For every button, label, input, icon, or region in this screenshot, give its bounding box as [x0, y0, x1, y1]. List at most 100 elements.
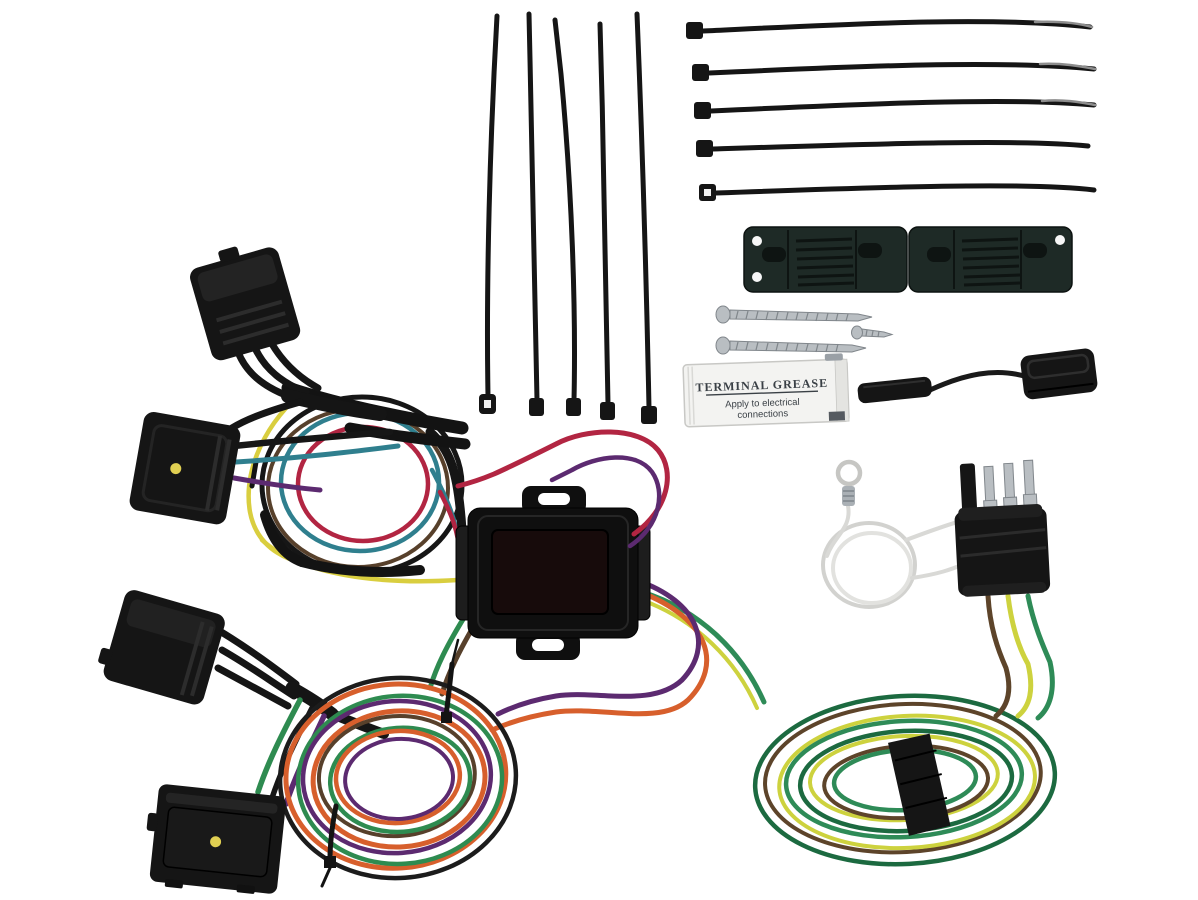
mounting-brackets — [743, 226, 1073, 293]
vehicle-connector-1 — [190, 246, 301, 361]
dust-cover-tether — [927, 369, 1027, 393]
packet-title: TERMINAL GREASE — [695, 376, 828, 395]
coil-loop — [316, 713, 477, 839]
converter-box — [455, 486, 651, 660]
cable-tie-head — [324, 856, 336, 868]
connector-wire-yellow — [1005, 593, 1034, 719]
coil-loop — [277, 675, 519, 881]
purple-wire — [549, 455, 662, 549]
purple-wire — [231, 475, 323, 493]
bonded-wire-coil — [752, 693, 1058, 867]
heat-shrink-wrap — [260, 510, 307, 567]
packet-title-underline — [706, 390, 819, 396]
cable-tie-head-slot — [484, 400, 491, 408]
coil-loop — [783, 718, 1025, 840]
coil-loop — [283, 681, 509, 871]
converter-upper-wires — [455, 429, 670, 549]
ground-wire-loop — [831, 531, 913, 605]
cable-tie — [526, 11, 540, 403]
connector-yellow-dot — [170, 463, 182, 475]
short-screw — [851, 325, 894, 340]
converter-window — [491, 529, 609, 615]
coil-cable-ties — [320, 638, 460, 888]
bonded-wire — [640, 598, 759, 710]
bracket-slot — [927, 247, 951, 262]
red-wire-ring — [295, 424, 431, 544]
screw-threads — [735, 341, 839, 353]
connector-black-tab — [959, 463, 978, 516]
cable-tie — [700, 19, 1093, 34]
cable-tie — [552, 17, 577, 403]
packet-mark — [824, 353, 843, 361]
screw-threads — [735, 310, 849, 322]
bracket-slot — [1023, 243, 1047, 258]
vehicle-connector-2 — [129, 412, 241, 525]
coil-loop — [763, 701, 1043, 855]
cable-tie — [708, 98, 1097, 114]
screw-threads — [865, 329, 880, 338]
vehicle-connector-4 — [146, 784, 286, 894]
cable-tie-head — [566, 398, 581, 416]
packet-subtext: connections — [737, 408, 788, 421]
coil-wrap-ridges — [894, 749, 948, 809]
connector-lip — [962, 581, 1047, 597]
colored-wire-coil — [277, 675, 519, 881]
connector-foot — [164, 878, 184, 889]
connector-lip — [958, 504, 1043, 521]
cable-tie-head — [686, 22, 703, 39]
connector-top-face — [165, 792, 278, 814]
cable-tie-tail — [1033, 20, 1094, 29]
connector2-wires — [230, 428, 401, 493]
black-wire — [230, 428, 394, 450]
bracket-screw-hole — [752, 272, 762, 282]
cable-tie-tail — [1040, 99, 1097, 107]
long-screw — [715, 336, 867, 355]
coil-loop — [310, 708, 488, 850]
bracket-screw-hole — [752, 236, 762, 246]
connector-top-face — [197, 254, 278, 302]
coil-loop — [327, 725, 473, 835]
coil-loop — [752, 693, 1058, 867]
ground-wire-loop — [821, 521, 917, 609]
coil-loop — [300, 698, 494, 856]
connector-tab — [146, 812, 158, 832]
connector-yellow-dot — [210, 836, 222, 848]
ring-terminal — [835, 459, 863, 487]
packet-mark — [828, 411, 846, 421]
cable-tie — [597, 21, 611, 407]
connector1-harness — [228, 340, 387, 432]
connector-grooves — [179, 621, 214, 697]
connector-ridges — [959, 528, 1047, 558]
cable-tie — [706, 61, 1097, 76]
cable-tie — [710, 140, 1091, 152]
coil-loop — [333, 728, 463, 826]
ground-wire — [910, 562, 966, 580]
flat4-connector — [954, 459, 1051, 597]
green-wire — [255, 697, 303, 795]
long-screw — [715, 305, 873, 324]
cable-tie-head — [529, 398, 544, 416]
horizontal-cable-tie-tails — [1033, 20, 1097, 107]
packet-crimp — [687, 366, 695, 425]
dust-cover-cap — [1020, 348, 1098, 400]
crimp-ridges — [843, 490, 854, 502]
connector-foot — [236, 884, 255, 894]
converter-tab-slot — [538, 493, 570, 505]
connector-wire-brown — [985, 593, 1012, 719]
coil-loop — [343, 736, 456, 822]
vertical-cable-tie-heads — [479, 394, 657, 424]
converter-bevel — [477, 515, 629, 631]
vertical-cable-ties — [484, 11, 652, 411]
horizontal-cable-ties — [700, 19, 1097, 196]
teal-wire — [233, 443, 401, 465]
cable-tie-head — [600, 402, 615, 420]
cable-tie-head — [694, 102, 711, 119]
cable-tie-head — [696, 140, 713, 157]
grease-packet: TERMINAL GREASE Apply to electrical conn… — [682, 353, 850, 428]
bracket-screw-hole — [1055, 235, 1065, 245]
horizontal-cable-tie-heads — [686, 22, 716, 201]
cable-tie-head — [641, 406, 657, 424]
bracket-slot — [762, 247, 786, 262]
